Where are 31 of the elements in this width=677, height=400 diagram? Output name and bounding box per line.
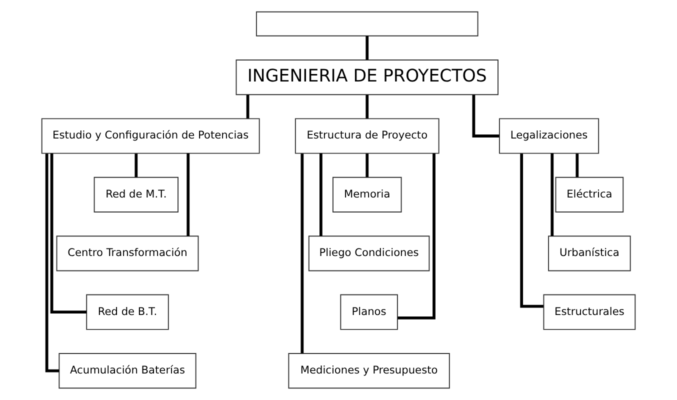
node-box: [256, 11, 478, 36]
connector: [246, 94, 250, 118]
node-box: Estructurales: [543, 294, 636, 330]
connector: [398, 153, 436, 320]
connector: [50, 154, 87, 314]
node-box: Mediciones y Presupuesto: [288, 353, 450, 389]
node-box: Acumulación Baterías: [58, 353, 196, 389]
node-box: Pliego Condiciones: [308, 236, 430, 272]
node-box: Eléctrica: [555, 176, 624, 212]
connector: [472, 94, 500, 138]
connector: [576, 154, 579, 178]
node-box: Legalizaciones: [498, 118, 600, 154]
connector: [186, 153, 190, 236]
connector: [134, 154, 138, 178]
node-box: Memoria: [332, 176, 402, 212]
connector: [366, 154, 369, 178]
node-box: Estudio y Configuración de Potencias: [41, 118, 260, 154]
connector: [366, 36, 369, 60]
connector: [300, 154, 304, 354]
connector: [520, 154, 544, 308]
connector: [45, 154, 60, 372]
connector: [320, 153, 322, 236]
node-box: Red de B.T.: [86, 294, 169, 330]
node-box: INGENIERIA DE PROYECTOS: [236, 60, 498, 96]
node-box: Planos: [340, 294, 398, 330]
connector: [366, 94, 369, 118]
node-box: Urbanística: [548, 236, 631, 272]
node-box: Centro Transformación: [56, 236, 199, 272]
node-box: Estructura de Proyecto: [294, 118, 440, 154]
connector: [550, 153, 554, 236]
node-box: Red de M.T.: [94, 176, 178, 212]
